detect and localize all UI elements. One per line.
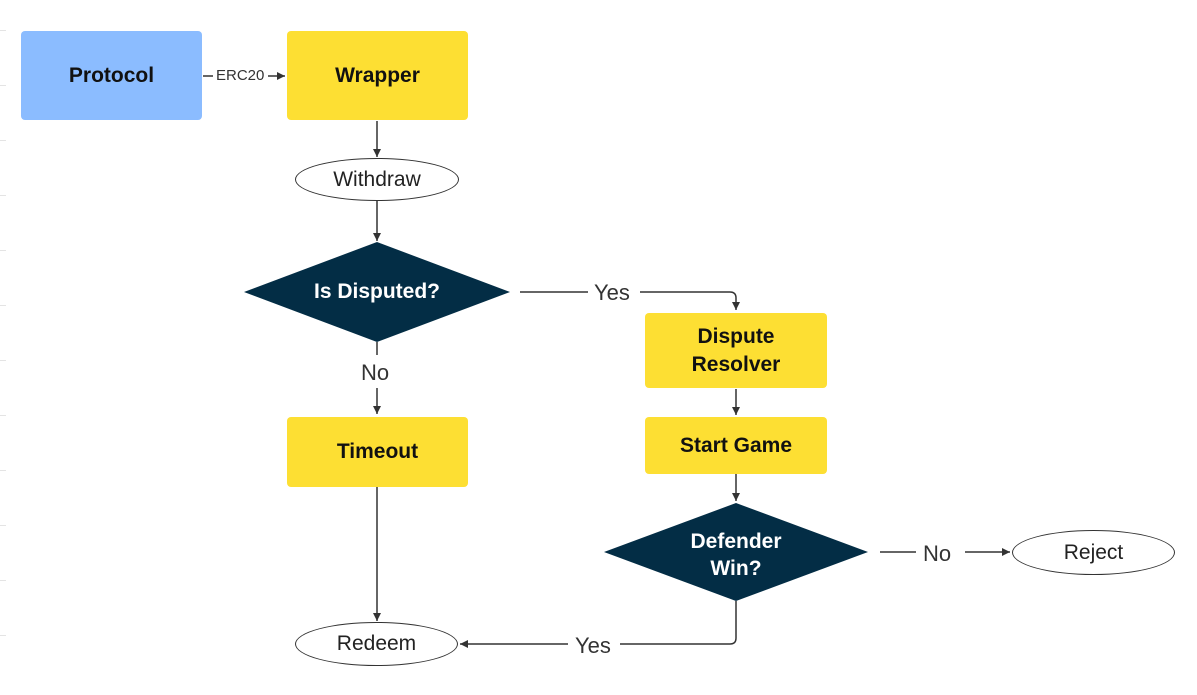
edge-label-defender-yes: Yes	[570, 635, 616, 657]
is-disputed-label: Is Disputed?	[313, 280, 440, 304]
defender-win-diamond	[604, 503, 868, 601]
edge-label-defender-no: No	[918, 543, 957, 565]
timeout-label: Timeout	[336, 440, 419, 464]
edge-label-disputed-no: No	[356, 362, 395, 384]
gutter-mark	[0, 30, 6, 31]
start-game-node[interactable]: Start Game	[645, 417, 827, 474]
defender-win-label: Defender Win?	[690, 529, 782, 580]
wrapper-label: Wrapper	[335, 63, 420, 87]
gutter-mark	[0, 470, 6, 471]
edge-disputed-yes-end	[640, 291, 740, 310]
redeem-label: Redeem	[336, 632, 417, 655]
edge-label-disputed-yes: Yes	[589, 282, 635, 304]
start-game-label: Start Game	[679, 433, 793, 457]
gutter-mark	[0, 250, 6, 251]
edge-label-erc20: ERC20	[214, 67, 267, 84]
wrapper-node[interactable]: Wrapper	[287, 31, 468, 120]
dispute-resolver-label: Dispute Resolver	[691, 325, 781, 376]
redeem-node[interactable]: Redeem	[295, 622, 458, 666]
gutter-mark	[0, 635, 6, 636]
gutter-mark	[0, 360, 6, 361]
protocol-label: Protocol	[68, 63, 155, 87]
protocol-node[interactable]: Protocol	[21, 31, 202, 120]
gutter-mark	[0, 195, 6, 196]
timeout-node[interactable]: Timeout	[287, 417, 468, 487]
gutter-mark	[0, 140, 6, 141]
reject-node[interactable]: Reject	[1012, 530, 1175, 575]
withdraw-node[interactable]: Withdraw	[295, 158, 459, 201]
is-disputed-diamond	[244, 242, 510, 342]
gutter-mark	[0, 85, 6, 86]
gutter-mark	[0, 580, 6, 581]
gutter-mark	[0, 415, 6, 416]
dispute-resolver-node[interactable]: Dispute Resolver	[645, 313, 827, 388]
gutter-mark	[0, 525, 6, 526]
edge-defender-yes-start	[620, 601, 737, 645]
gutter-mark	[0, 305, 6, 306]
withdraw-label: Withdraw	[333, 167, 421, 191]
reject-label: Reject	[1063, 540, 1124, 564]
